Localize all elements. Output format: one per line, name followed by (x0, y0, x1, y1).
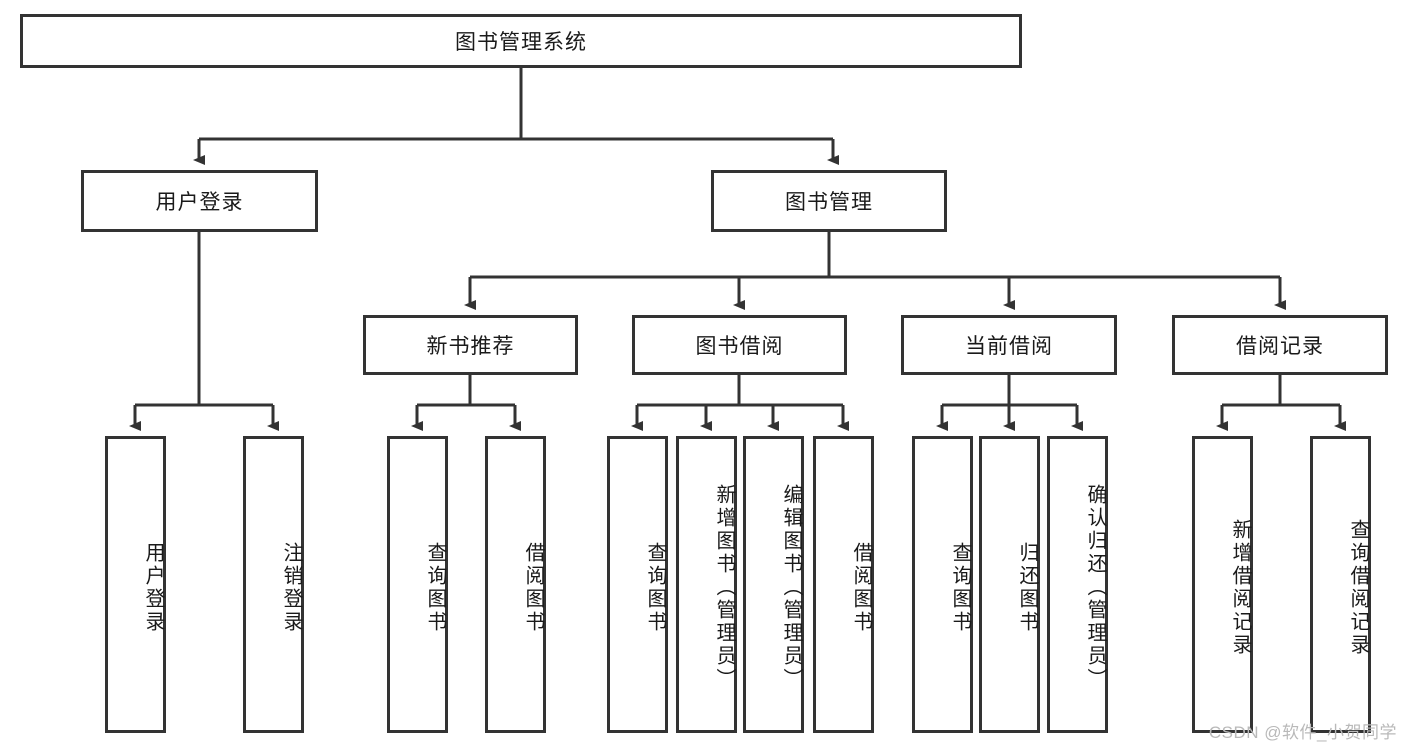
node-book-borrow-label: 图书借阅 (695, 335, 784, 358)
leaf-label: 确认归还（管理员） (1084, 484, 1106, 691)
leaf-book-borrow-borrow[interactable]: 借阅图书 (813, 436, 874, 733)
leaf-current-borrow-confirm-return[interactable]: 确认归还（管理员） (1047, 436, 1108, 733)
leaf-label: 查询图书 (424, 541, 446, 634)
leaf-user-login-login[interactable]: 用户登录 (105, 436, 166, 733)
leaf-new-book-query[interactable]: 查询图书 (387, 436, 448, 733)
node-borrow-record[interactable]: 借阅记录 (1172, 315, 1388, 375)
node-root[interactable]: 图书管理系统 (20, 14, 1022, 68)
leaf-label: 用户登录 (142, 541, 164, 634)
node-new-book-recommend-label: 新书推荐 (426, 335, 515, 358)
leaf-user-login-logout[interactable]: 注销登录 (243, 436, 304, 733)
leaf-book-borrow-query[interactable]: 查询图书 (607, 436, 668, 733)
leaf-label: 归还图书 (1016, 541, 1038, 634)
node-current-borrow-label: 当前借阅 (965, 335, 1053, 358)
node-user-login-label: 用户登录 (155, 191, 244, 214)
node-root-label: 图书管理系统 (455, 31, 587, 54)
leaf-label: 编辑图书（管理员） (780, 484, 802, 691)
leaf-current-borrow-return[interactable]: 归还图书 (979, 436, 1040, 733)
leaf-book-borrow-edit[interactable]: 编辑图书（管理员） (743, 436, 804, 733)
node-user-login[interactable]: 用户登录 (81, 170, 318, 232)
node-book-management[interactable]: 图书管理 (711, 170, 947, 232)
node-new-book-recommend[interactable]: 新书推荐 (363, 315, 578, 375)
leaf-label: 查询借阅记录 (1347, 518, 1369, 657)
watermark: CSDN @软件_小贺同学 (1208, 723, 1397, 742)
leaf-label: 新增借阅记录 (1229, 518, 1251, 657)
leaf-label: 借阅图书 (850, 541, 872, 634)
leaf-borrow-record-query[interactable]: 查询借阅记录 (1310, 436, 1371, 733)
leaf-borrow-record-add[interactable]: 新增借阅记录 (1192, 436, 1253, 733)
leaf-label: 注销登录 (280, 541, 302, 634)
leaf-label: 新增图书（管理员） (713, 484, 735, 691)
node-borrow-record-label: 借阅记录 (1236, 335, 1324, 358)
node-book-management-label: 图书管理 (785, 191, 873, 214)
node-current-borrow[interactable]: 当前借阅 (901, 315, 1117, 375)
leaf-label: 查询图书 (949, 541, 971, 634)
leaf-book-borrow-add[interactable]: 新增图书（管理员） (676, 436, 737, 733)
leaf-current-borrow-query[interactable]: 查询图书 (912, 436, 973, 733)
leaf-label: 借阅图书 (522, 541, 544, 634)
leaf-new-book-borrow[interactable]: 借阅图书 (485, 436, 546, 733)
leaf-label: 查询图书 (644, 541, 666, 634)
node-book-borrow[interactable]: 图书借阅 (632, 315, 847, 375)
